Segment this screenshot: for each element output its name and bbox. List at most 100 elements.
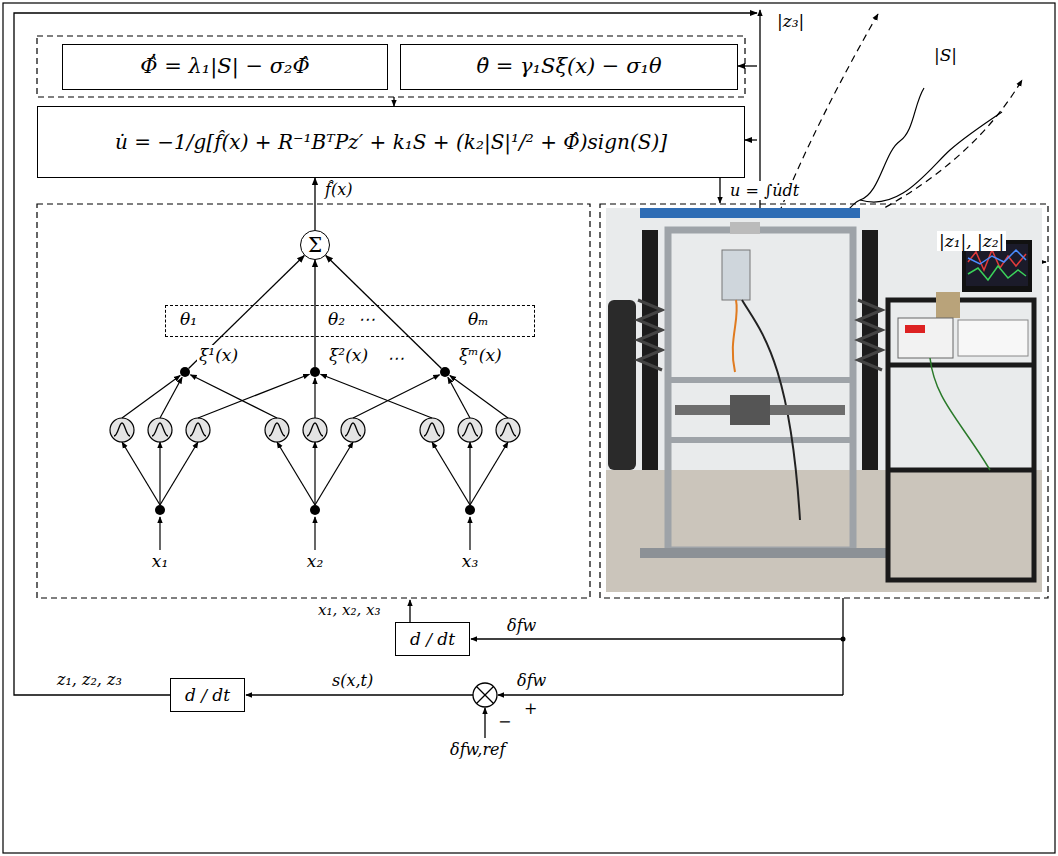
photo-spring xyxy=(858,300,882,370)
connector-group xyxy=(14,13,757,695)
photo-trace xyxy=(968,266,1026,280)
signal-connector xyxy=(326,255,442,368)
signal-label: f̂(x) xyxy=(323,180,354,199)
text-anchor: s(x,t) xyxy=(330,671,375,690)
comparator-cross xyxy=(477,687,494,704)
axis-label: |z₃| xyxy=(775,11,806,31)
sign-label: + xyxy=(522,699,539,718)
signal-connector xyxy=(314,178,315,230)
text-anchor: u = ∫u̇dt xyxy=(728,181,801,200)
sign-label: − xyxy=(496,712,513,731)
text-anchor: x₃ xyxy=(445,551,495,571)
text-anchor: x₂ xyxy=(290,551,340,571)
photo-spring xyxy=(638,300,662,370)
signal-label: δfw xyxy=(505,616,538,635)
text-anchor: |z₁|, |z₂| xyxy=(937,231,1006,251)
signal-connector xyxy=(14,13,757,695)
signal-label: δfw xyxy=(515,671,548,690)
wire xyxy=(353,375,440,418)
leader-arrow xyxy=(159,517,160,550)
photo-controller xyxy=(958,320,1028,356)
photo-frame-bar xyxy=(668,377,853,383)
text-anchor: x₁ xyxy=(135,551,185,571)
photo-cable xyxy=(733,300,737,372)
text-anchor: δfw,ref xyxy=(448,740,507,759)
axis-label: |S| xyxy=(932,45,959,65)
photo-shelf xyxy=(888,468,1034,473)
gaussian-symbol xyxy=(420,418,444,442)
wire xyxy=(321,374,432,418)
rule-node: ξᵐ(x) xyxy=(440,367,450,377)
wire xyxy=(122,442,160,505)
weight-label: θ₁ xyxy=(178,309,199,329)
operator-symbol: Σ xyxy=(308,233,322,257)
rule-node: ξ¹(x) xyxy=(180,367,190,377)
text-anchor: ⋯ xyxy=(356,309,377,329)
text-anchor: z₁, z₂, z₃ xyxy=(55,670,124,689)
comparator-symbol xyxy=(473,683,497,707)
text-anchor: ξ²(x) xyxy=(327,345,370,365)
wire xyxy=(314,378,315,418)
gaussian-symbol xyxy=(496,418,520,442)
gaussian-symbol xyxy=(458,418,482,442)
ellipsis-label: ⋯ xyxy=(385,348,406,368)
adaptive-law-box: Φ̂̇ = λ₁|S| − σ₂Φ̂ xyxy=(62,44,388,90)
wire xyxy=(470,442,508,505)
signal-connector xyxy=(189,255,305,368)
text-anchor: θ₁ xyxy=(178,309,199,329)
weight-label: ⋯ xyxy=(356,309,377,329)
wire xyxy=(498,694,843,695)
control-law-box: u̇ = −1/g[f̂(x) + R⁻¹BᵀPz′ + k₁S + (k₂|S… xyxy=(37,106,745,178)
gaussian-symbol xyxy=(303,418,327,442)
input-label: x₁ xyxy=(150,551,170,571)
wire xyxy=(448,377,470,418)
operator-text: d / dt xyxy=(185,685,230,705)
wire xyxy=(159,442,160,505)
gaussian-symbol xyxy=(265,418,289,442)
photo-power-supply xyxy=(898,318,953,358)
text-anchor: ⋯ xyxy=(385,348,406,368)
wire xyxy=(246,694,473,695)
text-anchor: ξ¹(x) xyxy=(197,345,240,365)
node-label: ξᵐ(x) xyxy=(457,345,504,365)
gaussian-symbol xyxy=(148,418,172,442)
input-wires xyxy=(122,442,508,505)
wire xyxy=(315,442,353,505)
operator-text: d / dt xyxy=(410,629,455,649)
input-leaders xyxy=(160,517,470,550)
junction-dot xyxy=(841,637,846,642)
wire xyxy=(469,442,470,505)
phase-plot-panel: |z₃| |S| |z₁|, |z₂| xyxy=(757,5,1052,268)
weight-label: θ₂ xyxy=(326,309,347,329)
adaptive-group-frame xyxy=(37,36,745,97)
sum-node: Σ xyxy=(300,230,330,260)
photo-tire xyxy=(608,300,636,470)
text-anchor: δfw xyxy=(505,616,538,635)
rule-node: ξ²(x) xyxy=(310,367,320,377)
photo-display xyxy=(905,325,925,333)
signal-label: s(x,t) xyxy=(330,671,375,690)
photo-shelf xyxy=(888,363,1034,368)
leader-arrow xyxy=(314,517,315,550)
wire xyxy=(842,598,843,695)
text-anchor: δfw xyxy=(515,671,548,690)
photo-cart xyxy=(888,300,1034,580)
weight-band: θ₁ θ₂ ⋯ θₘ xyxy=(165,305,535,337)
axis-label: |z₁|, |z₂| xyxy=(937,231,1006,251)
network-frame xyxy=(37,204,590,598)
weight-label: θₘ xyxy=(466,309,491,329)
text-anchor: − xyxy=(496,712,513,731)
text-anchor: + xyxy=(522,699,539,718)
signal-label: δfw,ref xyxy=(448,740,507,759)
text-anchor: ξᵐ(x) xyxy=(457,345,504,365)
gaussian-symbol xyxy=(186,418,210,442)
differentiator-box: d / dt xyxy=(170,678,245,712)
signal-connector xyxy=(738,65,757,66)
photo-books xyxy=(936,292,960,318)
text-anchor: x₁, x₂, x₃ xyxy=(316,600,383,619)
formula-text: θ̇ = γ₁Sξ(x) − σ₁θ xyxy=(476,54,661,79)
wire xyxy=(314,442,315,505)
text-anchor: |S| xyxy=(932,45,959,65)
photo-base-rail xyxy=(640,548,890,558)
